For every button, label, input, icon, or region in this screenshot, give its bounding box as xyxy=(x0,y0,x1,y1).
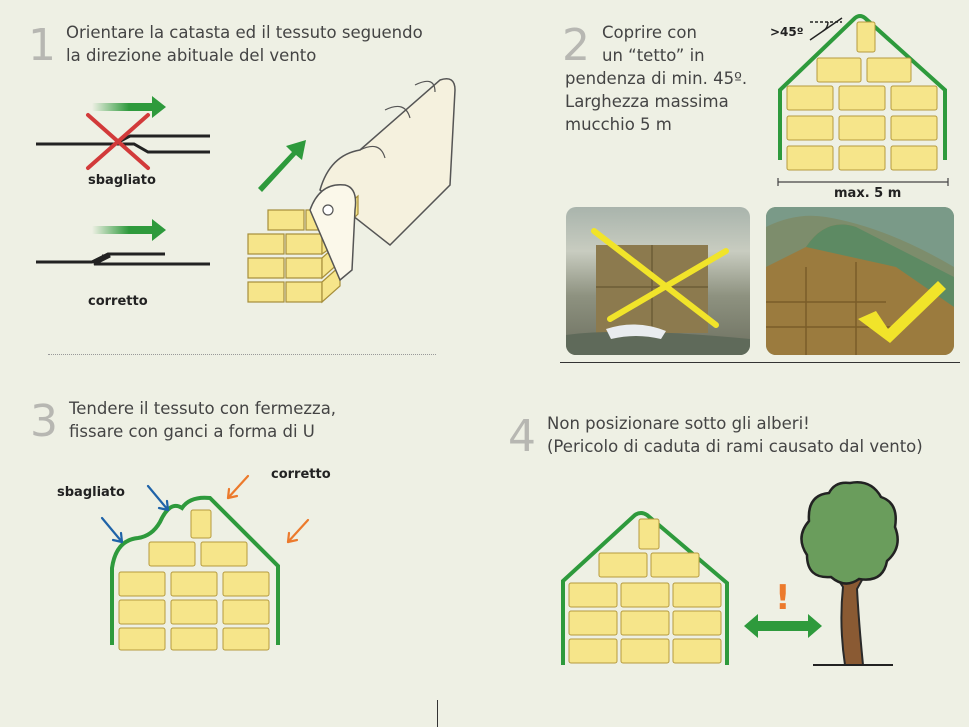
hay-bales xyxy=(247,194,359,304)
angle-marker xyxy=(809,17,843,41)
hay-bales xyxy=(118,509,270,651)
step-2-line-4: Larghezza massima xyxy=(565,92,729,111)
step-4-line-1: Non posizionare sotto gli alberi! xyxy=(547,414,810,433)
step-4-number: 4 xyxy=(508,411,536,462)
tree-icon xyxy=(800,481,899,666)
step-1-line-1: Orientare la catasta ed il tessuto segue… xyxy=(66,23,423,42)
width-label: max. 5 m xyxy=(834,186,902,201)
step-2-line-1: Coprire con xyxy=(602,23,697,42)
distance-arrow-icon xyxy=(744,614,822,638)
step-2-text: Coprire con un “tetto” in pendenza di mi… xyxy=(565,21,747,136)
step-3-right-label: corretto xyxy=(271,467,331,482)
separator-line xyxy=(560,362,960,363)
step-4-stack-diagram xyxy=(561,511,729,665)
right-overlap-fabric xyxy=(36,252,165,264)
step-3-text: Tendere il tessuto con fermezza, fissare… xyxy=(69,397,336,443)
left-page-edge xyxy=(437,700,438,727)
arrow-icon-right xyxy=(226,474,310,544)
step-2-number: 2 xyxy=(562,20,590,71)
step-4-line-2: (Pericolo di caduta di rami causato dal … xyxy=(547,437,923,456)
step-4-text: Non posizionare sotto gli alberi! (Peric… xyxy=(547,412,923,458)
hay-bales xyxy=(568,518,722,664)
step-1-wind-diagrams xyxy=(36,96,210,266)
tarp-outline xyxy=(561,511,729,665)
cross-icon xyxy=(86,113,150,170)
wind-arrow-icon-wrong xyxy=(92,96,166,118)
step-1-covered-stack xyxy=(247,78,456,304)
hay-bales xyxy=(786,21,938,171)
step-3-wrong-label: sbagliato xyxy=(57,485,125,500)
wind-arrow-icon-diagonal xyxy=(258,140,306,192)
step-3-number: 3 xyxy=(30,396,58,447)
step-3-line-2: fissare con ganci a forma di U xyxy=(69,422,315,441)
arrow-icon-wrong xyxy=(100,484,170,544)
step-2-line-3: pendenza di min. 45º. xyxy=(565,69,748,88)
step-2-line-2: un “tetto” in xyxy=(602,46,705,65)
separator-dotted xyxy=(48,354,436,355)
warning-exclamation-icon: ! xyxy=(775,578,791,618)
photo-covered-bales xyxy=(766,207,954,355)
step-1-line-2: la direzione abituale del vento xyxy=(66,46,317,65)
angle-label: >45º xyxy=(770,25,804,39)
cross-icon xyxy=(591,228,729,328)
photo-uncovered-bales xyxy=(566,207,750,355)
step-2-line-5: mucchio 5 m xyxy=(565,115,672,134)
wind-arrow-icon-right xyxy=(92,219,166,241)
step-1-number: 1 xyxy=(28,20,56,71)
step-1-text: Orientare la catasta ed il tessuto segue… xyxy=(66,21,423,67)
tarp-outline xyxy=(778,14,947,160)
checkmark-icon xyxy=(858,281,946,343)
step-3-line-1: Tendere il tessuto con fermezza, xyxy=(69,399,337,418)
step-3-stack-diagram xyxy=(100,474,310,651)
step-1-wrong-label: sbagliato xyxy=(88,173,156,188)
width-dimension xyxy=(777,178,949,186)
step-2-stack-diagram xyxy=(777,14,949,186)
step-1-right-label: corretto xyxy=(88,294,148,309)
tarp-outline-loose-left xyxy=(110,495,280,645)
